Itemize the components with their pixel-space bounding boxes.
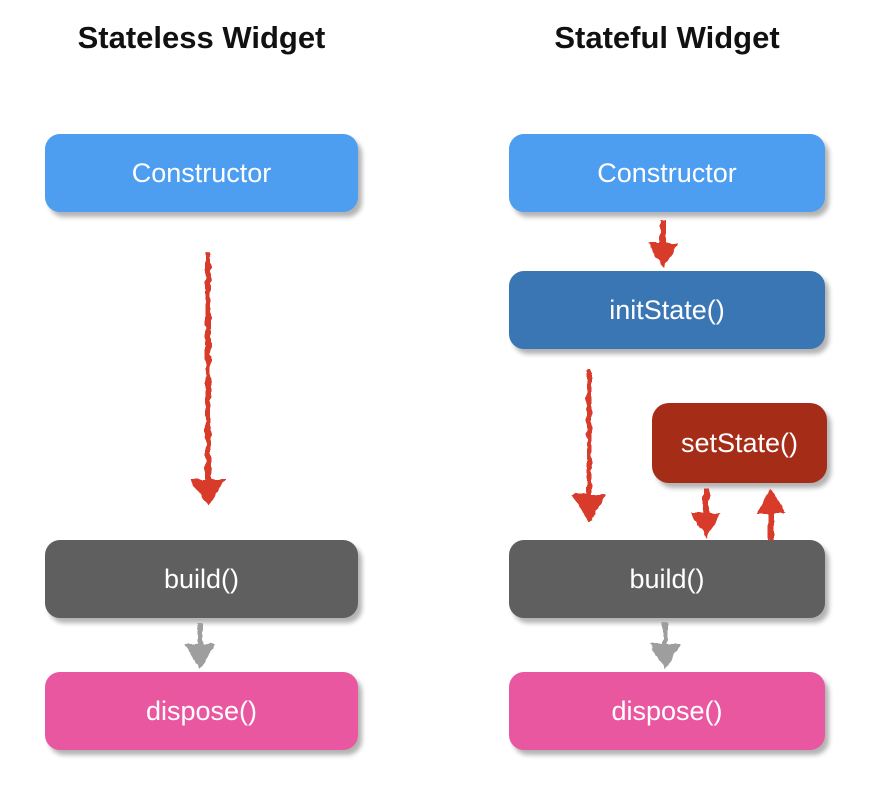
arrow-build-to-dispose-right bbox=[649, 623, 681, 669]
node-constructor-left: Constructor bbox=[45, 134, 358, 212]
arrow-head-icon bbox=[190, 479, 226, 506]
node-dispose-left: dispose() bbox=[45, 672, 358, 750]
arrow-head-icon bbox=[571, 494, 607, 522]
arrow-head-icon bbox=[649, 644, 681, 669]
arrow-head-icon bbox=[756, 488, 786, 514]
arrow-constructor-to-build-left bbox=[190, 252, 226, 506]
stateful-widget-title: Stateful Widget bbox=[554, 20, 780, 55]
node-initstate: initState() bbox=[509, 271, 825, 349]
arrow-build-to-dispose-left bbox=[184, 623, 216, 669]
node-build-right: build() bbox=[509, 540, 825, 618]
arrow-build-to-setstate bbox=[756, 488, 786, 540]
arrow-constructor-to-initstate bbox=[648, 219, 678, 268]
node-dispose-right: dispose() bbox=[509, 672, 825, 750]
arrow-setstate-to-build bbox=[691, 489, 721, 538]
arrow-head-icon bbox=[648, 243, 678, 268]
stateless-widget-title: Stateless Widget bbox=[77, 20, 326, 55]
node-setstate: setState() bbox=[652, 403, 827, 483]
arrow-initstate-to-build bbox=[571, 369, 607, 522]
arrow-head-icon bbox=[691, 513, 721, 538]
node-build-left: build() bbox=[45, 540, 358, 618]
arrow-head-icon bbox=[184, 644, 216, 669]
node-constructor-right: Constructor bbox=[509, 134, 825, 212]
